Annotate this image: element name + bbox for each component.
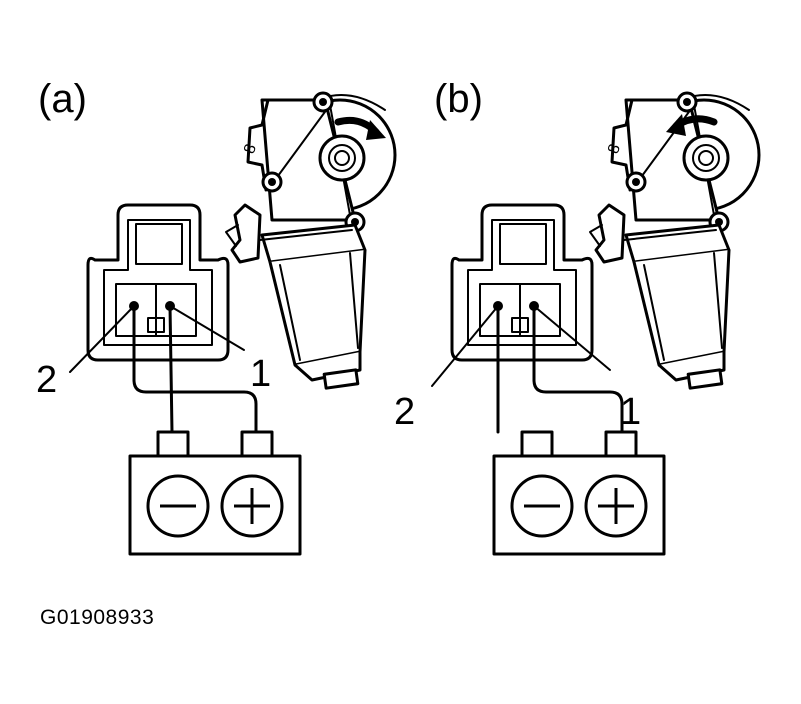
arrowhead-icon xyxy=(366,120,386,140)
panel-a: (a) 2 1 xyxy=(36,77,397,556)
pin-1-label-a: 1 xyxy=(250,353,271,395)
arrowhead-icon xyxy=(666,114,686,136)
pin-1-label-b: 1 xyxy=(620,391,641,433)
wire-pin2-positive xyxy=(132,304,258,434)
figure-code: G01908933 xyxy=(40,606,155,629)
leader-pin2-a xyxy=(69,305,135,373)
leader-pin1-a xyxy=(169,305,245,351)
window-regulator-motor-b xyxy=(588,91,761,390)
panel-b: (b) 2 1 xyxy=(394,77,761,556)
pin-2-label-a: 2 xyxy=(36,359,57,401)
wire-pin1-negative xyxy=(168,304,174,434)
panel-a-label: (a) xyxy=(38,77,87,121)
leader-pin2-b xyxy=(431,305,499,387)
leader-pin1-b xyxy=(533,305,611,371)
panel-b-label: (b) xyxy=(434,77,483,121)
pin-2-label-b: 2 xyxy=(394,391,415,433)
wire-pin1-positive xyxy=(532,304,624,434)
